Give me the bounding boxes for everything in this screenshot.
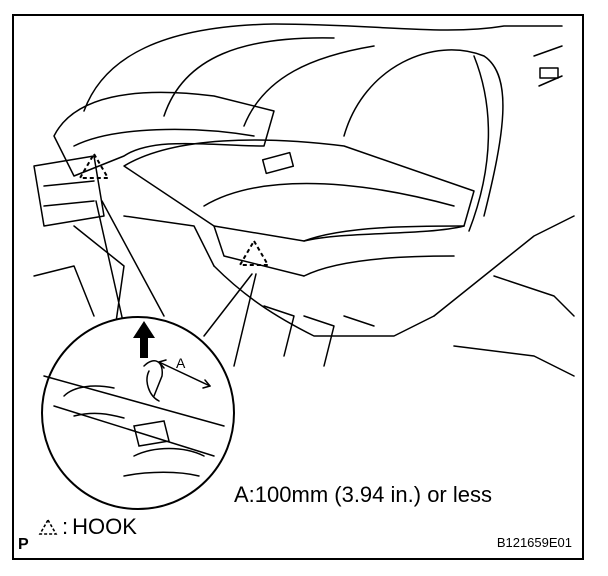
- pull-direction-arrow: [133, 321, 155, 358]
- dimension-a-label: A: [176, 355, 186, 371]
- hook-detail-inset: A: [41, 316, 235, 510]
- dimension-note: A:100mm (3.94 in.) or less: [234, 482, 492, 507]
- seat-back: [83, 23, 563, 112]
- seat-cushion-main: [123, 139, 475, 242]
- rear-seat-illustration: A: [33, 23, 575, 510]
- legend-label: HOOK: [72, 514, 137, 539]
- seat-belt-buckle: [261, 151, 295, 175]
- figure-code: B121659E01: [496, 535, 572, 550]
- seat-cushion-left: [53, 91, 275, 177]
- illustration-frame: A A:100mm (3.94 in.) or less : HOOK B121…: [12, 14, 584, 560]
- dimension-a-arrow: [158, 361, 211, 387]
- legend-colon: :: [62, 514, 69, 539]
- dashed-triangle-icon: [38, 518, 58, 535]
- legend-hook: : HOOK: [38, 514, 137, 540]
- page-mark: P: [18, 536, 29, 553]
